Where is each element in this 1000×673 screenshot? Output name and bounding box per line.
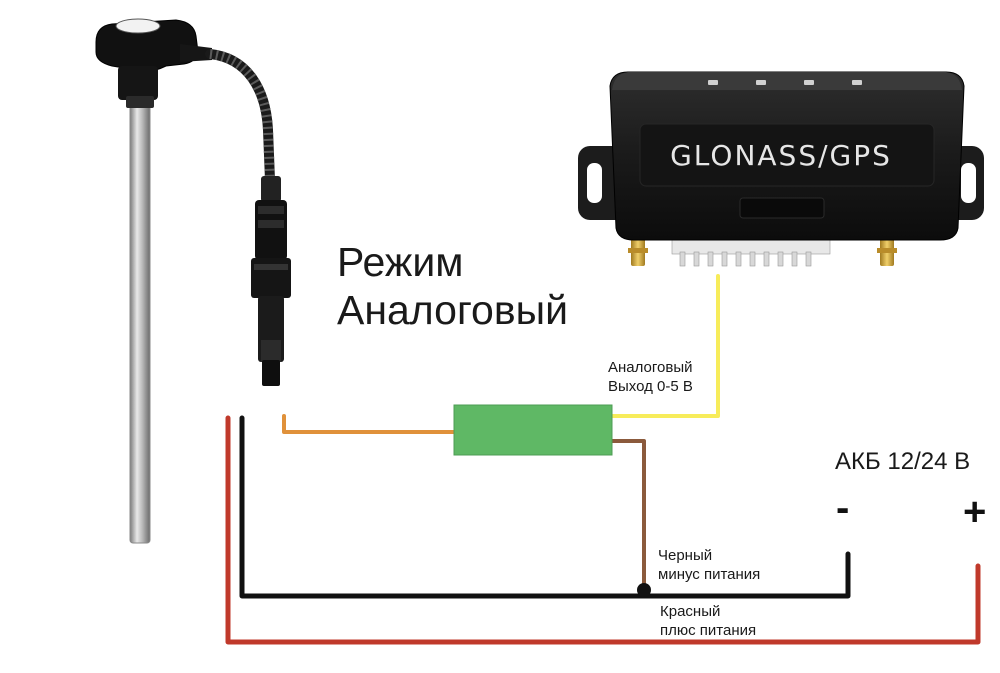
battery-plus-terminal: + [963,490,987,534]
sensor-head-cap [115,18,161,34]
gps-tracker: GLONASS/GPS [578,71,984,267]
sensor-head-collar [118,66,158,100]
sensor-probe-rod [129,97,151,544]
analog-output-label-line2: Выход 0-5 В [608,378,693,395]
black-wire-label-line1: Черный [658,547,713,564]
mode-title: Режим Аналоговый [337,238,568,334]
black-wire-label: Черный минус питания [658,546,760,584]
sensor-corrugated-cable [205,49,275,185]
black-wire-label-line2: минус питания [658,566,761,583]
analog-output-label: Аналоговый Выход 0-5 В [608,358,693,396]
red-plus-wire [225,415,981,645]
yellow-analog-wire [610,274,720,418]
red-wire-label: Красный плюс питания [660,602,756,640]
fuel-level-sensor [95,18,291,544]
wire-junction [637,583,651,597]
sim-slot [739,197,825,219]
status-leds [708,80,862,85]
sensor-connector-tip [262,360,280,386]
sensor-rod-mount [126,96,154,108]
analog-output-label-line1: Аналоговый [608,359,693,376]
sensor-cable-gland [180,44,212,62]
red-wire-label-line2: плюс питания [660,622,757,639]
battery-label: АКБ 12/24 В [835,448,971,475]
mode-title-line2: Аналоговый [337,287,568,333]
mode-title-line1: Режим [337,239,464,285]
red-wire-label-line1: Красный [660,603,721,620]
tracker-label: GLONASS/GPS [670,139,892,172]
wires [225,274,981,645]
sensor-connector-body [255,200,287,260]
black-minus-wire [239,415,851,599]
sensor-connector-nut [261,176,281,202]
battery-minus-terminal: - [836,486,850,530]
orange-signal-wire [282,414,456,434]
brown-wire [610,439,646,588]
signal-converter-box [453,404,613,456]
